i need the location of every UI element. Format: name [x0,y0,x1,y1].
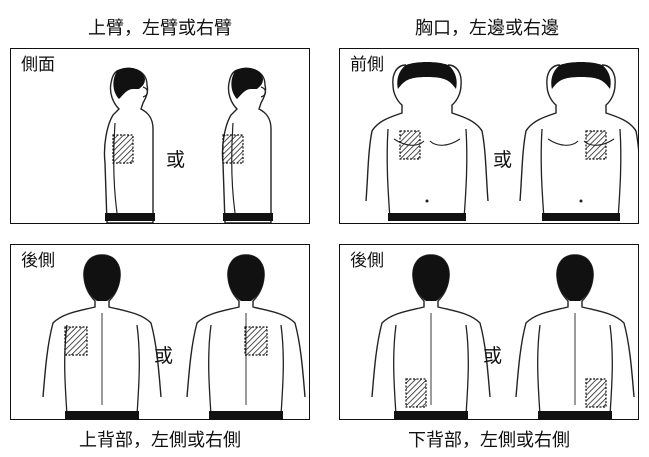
panel-back-upper: 後側 或 [10,244,310,420]
caption-chest: 胸口，左邊或右邊 [415,18,559,39]
panel-label-back: 後側 [350,251,384,271]
back-figure-left [42,254,162,419]
panel-side-upper-arm: 側面 或 [10,48,310,224]
front-figure-left [365,61,489,222]
patch-site-marker-right [585,130,607,160]
panel-front-chest: 前側 或 [339,48,639,224]
caption-upper-arm: 上臂，左臂或右臂 [88,18,232,39]
back-figure-left [371,254,491,419]
patch-site-marker-left [405,378,427,408]
side-view-figures [103,67,274,223]
back-view-figures [42,254,306,419]
patch-site-marker-left [64,326,88,356]
patch-site-marker-right [585,378,607,408]
patch-site-marker-left [112,134,134,164]
front-figure-right [519,61,638,222]
or-label: 或 [493,149,513,171]
back-view-figures [371,254,635,419]
front-view-figures [365,61,638,222]
panel-label-back: 後側 [21,251,55,271]
or-label: 或 [154,345,174,367]
or-label: 或 [483,345,503,367]
patch-site-marker-right [222,134,244,164]
panel-label-side: 側面 [21,55,55,75]
panel-label-front: 前側 [350,55,384,75]
back-figure-right [515,254,635,419]
caption-upper-back: 上背部，左側或右側 [79,430,241,451]
or-label: 或 [166,149,186,171]
patch-site-marker-right [244,326,268,356]
patch-site-marker-left [399,130,421,160]
caption-lower-back: 下背部，左側或右側 [408,430,570,451]
panel-back-lower: 後側 或 [339,244,639,420]
